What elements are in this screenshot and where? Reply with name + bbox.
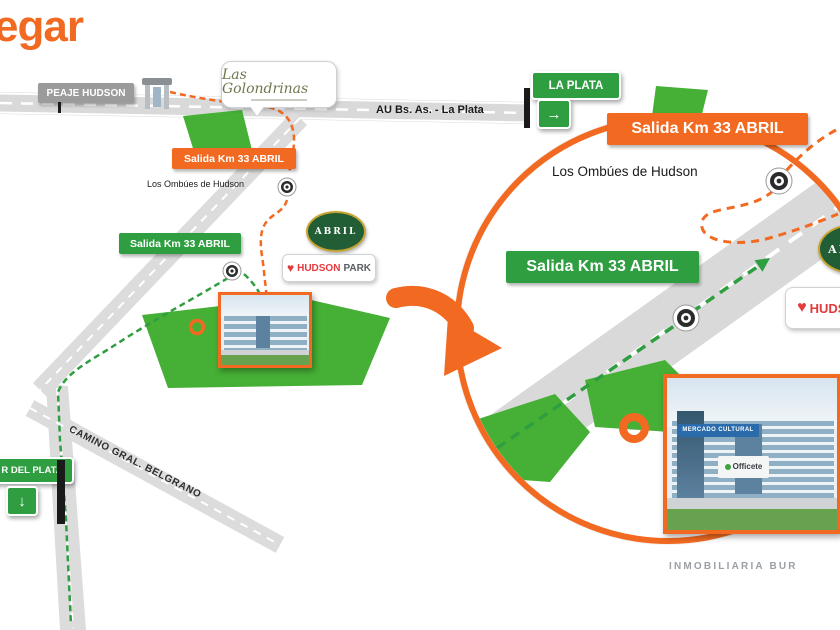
exit-km33-orange-sign: Salida Km 33 ABRIL (172, 148, 296, 169)
route-orange-dashed (169, 90, 296, 301)
building-photo-large: MERCADO CULTURAL Officete (663, 374, 840, 534)
heart-icon: ♥ (286, 261, 295, 275)
hudson-park-logo: ♥ HUDSON PARK (282, 254, 376, 282)
building-sign-panel-text: Officete (732, 462, 763, 472)
golondrinas-logo-text: Las Golondrinas (222, 67, 309, 97)
building-sign-band: MERCADO CULTURAL (677, 423, 759, 438)
la-plata-sign-pole (524, 88, 530, 128)
exit-km33-green-sign: Salida Km 33 ABRIL (119, 233, 241, 254)
watermark-text: INMOBILIARIA BUR (669, 561, 798, 572)
arrow-right-icon: → (537, 99, 571, 129)
ombues-label: Los Ombúes de Hudson (147, 179, 245, 189)
inset-hudson-park-logo: ♥ HUDSON PARK (785, 287, 840, 329)
bubble-tail (250, 106, 264, 116)
toll-sign: PEAJE HUDSON (38, 83, 134, 103)
toll-sign-pole (58, 102, 61, 113)
inset-hudson-park-logo-red: HUDSON (809, 300, 840, 316)
inset-ombues-label: Los Ombúes de Hudson (552, 164, 698, 179)
la-plata-sign: LA PLATA (531, 71, 621, 100)
arrow-down-icon: ↓ (6, 486, 38, 516)
heart-icon: ♥ (797, 299, 807, 316)
inset-route-green-dashed (460, 263, 761, 476)
golondrinas-tagline-rule (251, 99, 307, 101)
camino-belgrano-label: CAMINO GRAL. BELGRANO (67, 424, 204, 501)
inset-location-ring-icon (619, 413, 649, 443)
hudson-park-logo-red: HUDSON (297, 262, 341, 274)
building-photo-small (218, 292, 312, 368)
exit-marker-green-icon (222, 261, 242, 281)
building-sign-panel: Officete (718, 455, 769, 479)
highway-label: AU Bs. As. - La Plata (376, 104, 484, 116)
golondrinas-logo: Las Golondrinas (221, 61, 337, 116)
building-logo-dot-icon (724, 463, 731, 470)
page-title-partial: egar (0, 2, 84, 51)
exit-marker-orange-icon (277, 177, 297, 197)
mar-del-plata-sign-pole (57, 460, 65, 524)
south-road (46, 384, 86, 630)
hudson-park-logo-gray: PARK (343, 262, 372, 274)
toll-booth-icon (142, 74, 172, 112)
location-ring-icon (188, 318, 206, 336)
abril-logo: ABRIL (306, 211, 366, 252)
inset-exit-km33-green-sign: Salida Km 33 ABRIL (506, 251, 699, 283)
inset-green-arrowhead-icon (754, 258, 770, 272)
inset-exit-km33-orange-sign: Salida Km 33 ABRIL (607, 113, 808, 145)
